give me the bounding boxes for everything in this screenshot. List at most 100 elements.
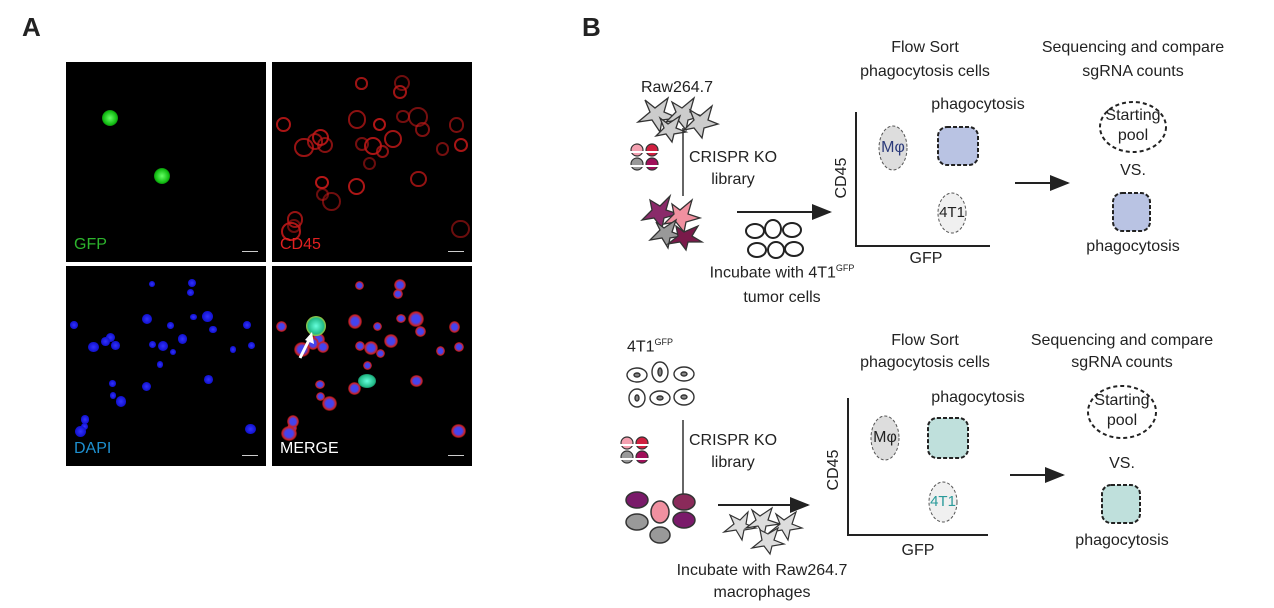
cell bbox=[322, 396, 337, 412]
cell bbox=[348, 110, 367, 129]
micrograph-dapi: DAPI bbox=[66, 266, 266, 466]
macrophage-population bbox=[870, 415, 900, 461]
flow-sort-label-2: phagocytosis cells bbox=[860, 354, 990, 371]
channel-label-dapi: DAPI bbox=[74, 440, 112, 457]
cell bbox=[396, 313, 406, 324]
cell bbox=[142, 381, 152, 391]
starting-pool-label-2: pool bbox=[1117, 127, 1149, 144]
micrograph-gfp: GFP bbox=[66, 62, 266, 262]
incubate-label-2: macrophages bbox=[713, 584, 811, 601]
scale-bar bbox=[448, 248, 464, 252]
cell bbox=[315, 188, 329, 202]
cell bbox=[276, 117, 292, 132]
edited-tumor-cells-icon bbox=[625, 491, 696, 544]
cell bbox=[149, 281, 156, 288]
incubate-superscript: GFP bbox=[835, 263, 855, 273]
starting-pool-label-1: Starting bbox=[1094, 392, 1150, 409]
starting-pool-shape bbox=[1099, 101, 1167, 153]
cell bbox=[414, 325, 426, 337]
cell bbox=[362, 157, 376, 171]
cell bbox=[355, 281, 364, 290]
cell bbox=[177, 334, 188, 345]
starting-pool-label-2: pool bbox=[1106, 412, 1138, 429]
tumor-label: 4T1 bbox=[939, 204, 965, 221]
cell bbox=[190, 313, 197, 321]
tumor-label: 4T1 bbox=[930, 493, 956, 510]
start-cells-text: 4T1 bbox=[626, 338, 655, 356]
cell bbox=[157, 340, 168, 351]
macrophage-cluster-icon bbox=[721, 506, 805, 556]
incubate-text: Incubate with 4T1 bbox=[709, 264, 836, 282]
cell bbox=[322, 192, 341, 212]
cell bbox=[75, 425, 87, 437]
cell bbox=[156, 361, 163, 368]
cell bbox=[375, 348, 386, 359]
cell bbox=[451, 219, 471, 239]
cell bbox=[286, 415, 300, 429]
cell bbox=[286, 211, 304, 229]
cell bbox=[111, 341, 120, 350]
cell bbox=[315, 392, 325, 402]
incubate-label-2: tumor cells bbox=[743, 289, 821, 306]
cell bbox=[116, 396, 127, 407]
x-axis-label: GFP bbox=[901, 542, 935, 559]
panel-b-label: B bbox=[582, 12, 601, 42]
cell bbox=[167, 322, 174, 329]
incubate-label-1: Incubate with Raw264.7 bbox=[676, 562, 848, 579]
cell bbox=[88, 341, 100, 353]
cell bbox=[149, 340, 157, 348]
cell bbox=[355, 340, 366, 351]
cell bbox=[187, 279, 197, 288]
flow-plot-axes bbox=[847, 398, 988, 536]
cell bbox=[451, 423, 467, 439]
cell bbox=[396, 109, 410, 124]
cell bbox=[109, 392, 117, 399]
channel-label-gfp: GFP bbox=[74, 236, 107, 253]
cell bbox=[454, 341, 465, 352]
cell bbox=[348, 177, 366, 195]
gate-label: phagocytosis bbox=[931, 389, 1025, 406]
result-label: phagocytosis bbox=[1086, 238, 1180, 255]
cell bbox=[435, 346, 446, 356]
crispr-library-icon bbox=[620, 436, 649, 464]
cell bbox=[105, 332, 116, 343]
scale-bar bbox=[448, 452, 464, 456]
library-label-2: library bbox=[711, 171, 755, 188]
tumor-cells-icon bbox=[626, 361, 695, 408]
macrophage-cluster-icon bbox=[635, 96, 721, 144]
cell bbox=[186, 289, 194, 296]
cell bbox=[348, 314, 363, 329]
cell bbox=[410, 170, 427, 188]
cell bbox=[348, 381, 362, 395]
macrophage-label: Mφ bbox=[881, 139, 905, 156]
cell bbox=[448, 321, 461, 333]
cell bbox=[245, 423, 256, 434]
flow-plot-axes bbox=[855, 112, 990, 247]
incubate-label: Incubate with 4T1GFP bbox=[710, 264, 855, 281]
library-label-1: CRISPR KO bbox=[688, 432, 778, 449]
tumor-population bbox=[928, 481, 958, 523]
cell bbox=[393, 279, 406, 291]
cell bbox=[70, 321, 79, 329]
cell bbox=[229, 346, 237, 353]
result-label: phagocytosis bbox=[1075, 532, 1169, 549]
cell bbox=[315, 176, 329, 190]
flow-sort-label-1: Flow Sort bbox=[891, 332, 959, 349]
sequencing-label-2: sgRNA counts bbox=[1082, 63, 1184, 80]
cell bbox=[80, 415, 90, 425]
sequencing-label-1: Sequencing and compare bbox=[1041, 39, 1225, 56]
sequencing-label-2: sgRNA counts bbox=[1071, 354, 1173, 371]
scale-bar bbox=[242, 248, 258, 252]
macrophage-label: Mφ bbox=[873, 429, 897, 446]
micrograph-merge: MERGE bbox=[272, 266, 472, 466]
cell bbox=[410, 374, 423, 388]
channel-label-cd45: CD45 bbox=[280, 236, 321, 253]
cell bbox=[375, 144, 390, 159]
cell bbox=[383, 130, 402, 149]
cell bbox=[317, 137, 334, 154]
cell bbox=[383, 334, 398, 349]
vs-label: VS. bbox=[1109, 455, 1135, 472]
cell bbox=[315, 380, 325, 390]
edited-macrophages-icon bbox=[640, 193, 705, 252]
